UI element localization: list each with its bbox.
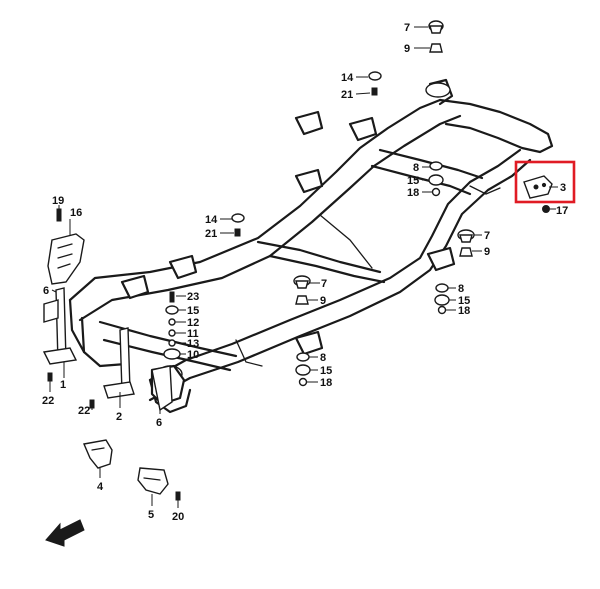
callout-2: 2 — [116, 411, 122, 423]
bracket-part-3[interactable] — [523, 175, 553, 199]
callout-18: 18 — [458, 305, 470, 317]
callout-15: 15 — [458, 295, 470, 307]
callout-7: 7 — [484, 230, 490, 242]
callout-9: 9 — [484, 246, 490, 258]
front-direction-arrow-icon — [45, 519, 85, 547]
callout-7: 7 — [404, 22, 410, 34]
callout-23: 23 — [187, 291, 199, 303]
callout-6: 6 — [43, 285, 49, 297]
callout-8: 8 — [458, 283, 464, 295]
callout-labels: 7 9 14 21 8 15 18 3 17 14 21 7 9 19 16 7… — [42, 22, 568, 523]
callout-13: 13 — [187, 338, 199, 350]
callout-12: 12 — [187, 317, 199, 329]
callout-14: 14 — [341, 72, 354, 84]
callout-14: 14 — [205, 214, 218, 226]
callout-9: 9 — [404, 43, 410, 55]
callout-20: 20 — [172, 511, 184, 523]
mount-parts — [47, 20, 550, 501]
callout-18: 18 — [320, 377, 332, 389]
callout-15: 15 — [187, 305, 199, 317]
callout-19: 19 — [52, 195, 64, 207]
callout-10: 10 — [187, 349, 199, 361]
callout-22: 22 — [42, 395, 54, 407]
callout-4: 4 — [97, 481, 104, 493]
brackets — [42, 233, 173, 495]
callout-21: 21 — [341, 89, 353, 101]
callout-15: 15 — [320, 365, 332, 377]
callout-16: 16 — [70, 207, 82, 219]
callout-18: 18 — [407, 187, 419, 199]
callout-15: 15 — [407, 175, 419, 187]
callout-8: 8 — [320, 352, 326, 364]
callout-6: 6 — [156, 417, 162, 429]
callout-22: 22 — [78, 405, 90, 417]
callout-5: 5 — [148, 509, 154, 521]
callout-9: 9 — [320, 295, 326, 307]
chassis-frame — [68, 78, 554, 414]
callout-11: 11 — [187, 328, 199, 340]
callout-3: 3 — [560, 182, 566, 194]
callout-1: 1 — [60, 379, 66, 391]
callout-17: 17 — [556, 205, 568, 217]
highlight-box-part-3 — [514, 160, 576, 204]
callout-21: 21 — [205, 228, 217, 240]
leader-lines — [49, 26, 558, 508]
callout-8: 8 — [413, 162, 419, 174]
callout-7: 7 — [321, 278, 327, 290]
